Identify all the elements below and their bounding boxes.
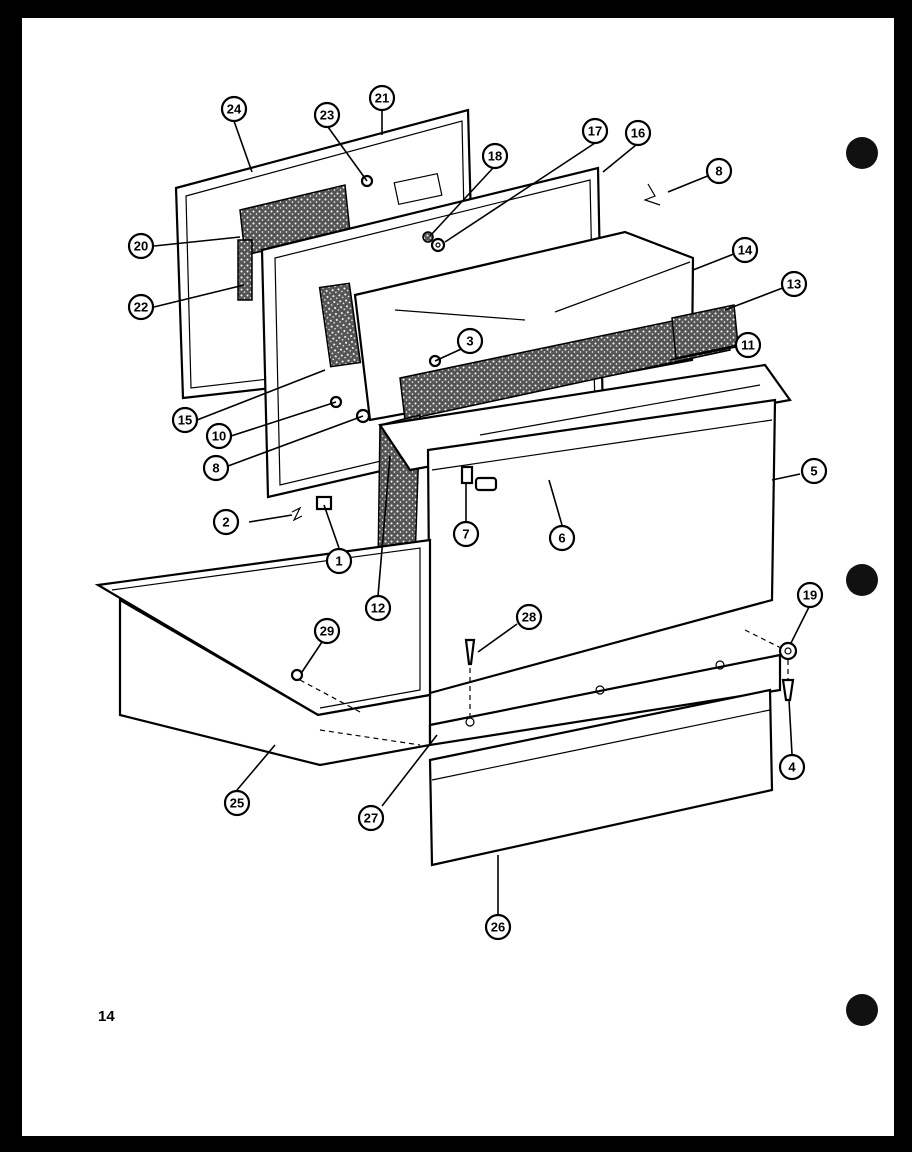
- kick-panel: [428, 688, 774, 867]
- svg-text:1: 1: [335, 554, 342, 569]
- callout-24: 24: [220, 95, 248, 123]
- registration-dot: [846, 564, 878, 596]
- callout-26: 26: [484, 913, 512, 941]
- callout-28: 28: [515, 603, 543, 631]
- svg-text:16: 16: [631, 126, 645, 141]
- latch-strip: [318, 282, 362, 368]
- svg-text:5: 5: [810, 464, 817, 479]
- callout-23: 23: [313, 101, 341, 129]
- svg-text:18: 18: [488, 149, 502, 164]
- assembly-lines: [299, 629, 789, 746]
- svg-text:19: 19: [803, 588, 817, 603]
- registration-dot: [846, 137, 878, 169]
- callout-10: 10: [205, 422, 233, 450]
- callout-20: 20: [127, 232, 155, 260]
- svg-text:8: 8: [715, 164, 722, 179]
- bottom-tray: [94, 538, 432, 767]
- hardware: [290, 174, 798, 702]
- callout-11: 11: [734, 331, 762, 359]
- callout-16: 16: [624, 119, 652, 147]
- callout-14: 14: [731, 236, 759, 264]
- svg-text:24: 24: [227, 102, 242, 117]
- svg-text:17: 17: [588, 124, 602, 139]
- svg-text:27: 27: [364, 811, 378, 826]
- callout-18: 18: [481, 142, 509, 170]
- callout-8-top: 8: [705, 157, 733, 185]
- callout-29: 29: [313, 617, 341, 645]
- callout-12: 12: [364, 594, 392, 622]
- callout-7: 7: [452, 520, 480, 548]
- callout-22: 22: [127, 293, 155, 321]
- callout-4: 4: [778, 753, 806, 781]
- callout-3: 3: [456, 327, 484, 355]
- svg-text:4: 4: [788, 760, 796, 775]
- callout-8-left: 8: [202, 454, 230, 482]
- svg-text:7: 7: [462, 527, 469, 542]
- registration-dot: [846, 994, 878, 1026]
- svg-text:23: 23: [320, 108, 334, 123]
- svg-text:21: 21: [375, 91, 389, 106]
- callout-27: 27: [357, 804, 385, 832]
- svg-text:20: 20: [134, 239, 148, 254]
- svg-text:29: 29: [320, 624, 334, 639]
- svg-text:14: 14: [738, 243, 753, 258]
- svg-text:2: 2: [222, 515, 229, 530]
- bottom-rail: [428, 653, 782, 747]
- callout-13: 13: [780, 270, 808, 298]
- callout-17: 17: [581, 117, 609, 145]
- svg-text:28: 28: [522, 610, 536, 625]
- callout-2: 2: [212, 508, 240, 536]
- svg-text:6: 6: [558, 531, 565, 546]
- outer-door-panel: [426, 398, 777, 695]
- svg-text:22: 22: [134, 300, 148, 315]
- svg-text:10: 10: [212, 429, 226, 444]
- svg-text:11: 11: [741, 338, 755, 353]
- svg-text:15: 15: [178, 413, 192, 428]
- svg-text:8: 8: [212, 461, 219, 476]
- callout-19: 19: [796, 581, 824, 609]
- svg-text:12: 12: [371, 601, 385, 616]
- svg-text:13: 13: [787, 277, 801, 292]
- page-number: 14: [98, 1008, 115, 1025]
- callout-15: 15: [171, 406, 199, 434]
- callout-25: 25: [223, 789, 251, 817]
- svg-text:25: 25: [230, 796, 244, 811]
- callout-21: 21: [368, 84, 396, 112]
- callout-5: 5: [800, 457, 828, 485]
- callout-6: 6: [548, 524, 576, 552]
- svg-text:3: 3: [466, 334, 473, 349]
- svg-text:26: 26: [491, 920, 505, 935]
- leader-lines: [153, 111, 810, 914]
- callout-1: 1: [325, 547, 353, 575]
